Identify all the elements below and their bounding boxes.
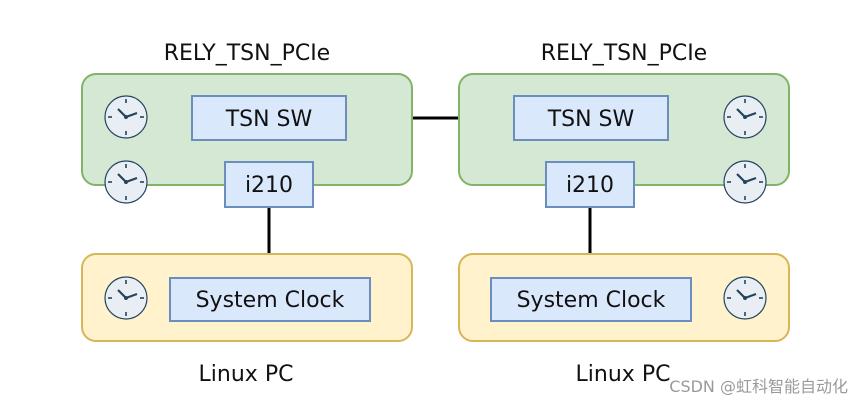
- clock-icon: [723, 160, 767, 204]
- right-tsn-switch-box: [513, 95, 669, 141]
- left-linux-pc-label: Linux PC: [199, 362, 294, 387]
- right-i210-label: i210: [566, 173, 614, 198]
- right-system-clock-box: [490, 277, 692, 322]
- clock-icon: [104, 160, 148, 204]
- left-i210-box: [224, 161, 314, 208]
- clock-icon: [104, 276, 148, 320]
- left-i210-label: i210: [245, 173, 293, 198]
- clock-icon: [104, 95, 148, 139]
- left-board-title: RELY_TSN_PCIe: [164, 41, 330, 66]
- clock-icon: [723, 276, 767, 320]
- clock-icon: [723, 95, 767, 139]
- left-tsn-switch-box: [191, 95, 347, 141]
- right-board-title: RELY_TSN_PCIe: [541, 41, 707, 66]
- right-linux-pc-label: Linux PC: [576, 362, 671, 387]
- left-tsn-switch-label: TSN SW: [225, 107, 313, 132]
- right-tsn-switch-label: TSN SW: [547, 107, 635, 132]
- watermark: CSDN @虹科智能自动化: [669, 377, 848, 396]
- right-i210-box: [545, 161, 635, 208]
- left-system-clock-label: System Clock: [196, 288, 345, 313]
- left-system-clock-box: [169, 277, 371, 322]
- right-system-clock-label: System Clock: [517, 288, 666, 313]
